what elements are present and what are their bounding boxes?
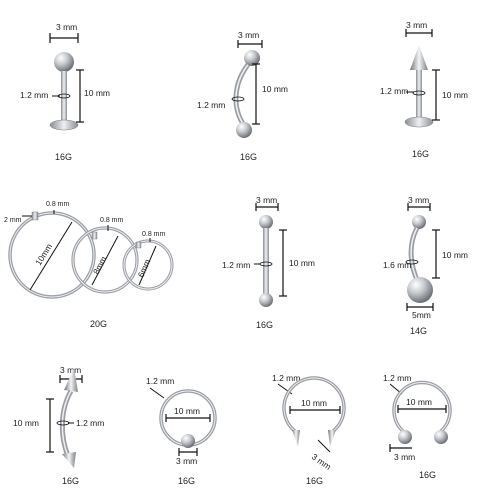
gauge-label: 16G xyxy=(419,470,436,480)
length-label: 10 mm xyxy=(262,84,288,94)
item-horseshoe-spike: 1.2 mm 10 mm 3 mm 16G xyxy=(272,373,346,486)
captive-bead xyxy=(181,434,195,448)
ball-size-label: 3 mm xyxy=(408,195,429,205)
thickness-label: 1.2 mm xyxy=(383,373,411,383)
ball-left xyxy=(398,430,412,444)
ball-top xyxy=(54,52,74,72)
item-horseshoe-ball: 1.2 mm 10 mm 3 mm 16G xyxy=(383,373,452,480)
spike-left xyxy=(292,430,300,446)
thickness-label: 1.2 mm xyxy=(222,260,250,270)
gauge-label: 16G xyxy=(412,149,429,159)
ball-size-label: 3 mm xyxy=(406,20,427,30)
length-label: 10 mm xyxy=(442,90,468,100)
ball-size-label: 3 mm xyxy=(256,195,277,205)
thickness-label-b: 0.8 mm xyxy=(100,217,124,224)
bar xyxy=(61,71,67,123)
spike-bottom xyxy=(62,452,76,468)
item-nose-hoops: 2 mm 0.8 mm 10mm 0.8 mm 8mm 0.8 mm 6mm 2… xyxy=(4,201,174,329)
item-labret-ball: 3 mm 10 mm 1.2 mm 16G xyxy=(20,22,110,162)
gauge-label: 14G xyxy=(410,326,427,336)
gauge-label: 16G xyxy=(256,320,273,330)
thickness-label-a: 0.8 mm xyxy=(46,201,70,208)
item-curved-spike-barbell: 3 mm 1.2 mm 10 mm 16G xyxy=(13,365,104,486)
ball-top xyxy=(244,50,260,66)
thickness-label: 1.2 mm xyxy=(76,418,104,428)
diameter-label: 10 mm xyxy=(406,397,432,407)
length-label: 10 mm xyxy=(84,88,110,98)
gauge-label: 16G xyxy=(62,476,79,486)
ball-top xyxy=(412,215,426,229)
bottom-ball-label: 5mm xyxy=(412,310,431,320)
spike-top xyxy=(64,368,78,392)
thickness-label: 1.6 mm xyxy=(383,260,411,270)
item-straight-barbell: 3 mm 1.2 mm 10 mm 16G xyxy=(222,195,315,330)
ball-bottom xyxy=(236,122,252,138)
gauge-label: 16G xyxy=(55,152,72,162)
length-label: 10 mm xyxy=(13,418,39,428)
ball-size-label: 3 mm xyxy=(394,452,415,462)
item-captive-bead-ring: 1.2 mm 10 mm 3 mm 16G xyxy=(146,376,217,486)
thickness-label: 1.2 mm xyxy=(146,376,174,386)
bar xyxy=(263,228,269,298)
spike-right xyxy=(328,430,336,446)
thickness-label: 1.2 mm xyxy=(380,86,408,96)
flat-disc xyxy=(49,119,79,131)
diameter-label: 10 mm xyxy=(301,398,327,408)
item-curved-barbell: 3 mm 1.2 mm 10 mm 16G xyxy=(197,30,288,162)
thickness-label: 1.2 mm xyxy=(272,373,300,383)
diameter-label: 10 mm xyxy=(174,406,200,416)
item-belly-ring: 3 mm 1.6 mm 5mm 10 mm 14G xyxy=(383,195,468,336)
thickness-label-c: 0.8 mm xyxy=(142,231,166,238)
length-label: 10 mm xyxy=(442,250,468,260)
flat-disc xyxy=(404,116,434,128)
ball-size-label: 3 mm xyxy=(238,30,259,40)
gauge-label: 16G xyxy=(240,152,257,162)
wire-label: 2 mm xyxy=(4,217,22,224)
length-label: 10 mm xyxy=(289,258,315,268)
spike-top xyxy=(410,45,428,70)
item-labret-spike: 3 mm 10 mm 1.2 mm 16G xyxy=(380,20,468,159)
ball-right xyxy=(434,430,448,444)
ball-size-label: 3 mm xyxy=(60,365,81,375)
gauge-label: 20G xyxy=(90,319,107,329)
diameter-label-a: 10mm xyxy=(33,242,54,267)
ball-bottom xyxy=(407,277,433,303)
ball-bottom xyxy=(259,293,273,307)
gauge-label: 16G xyxy=(178,476,195,486)
thickness-label: 1.2 mm xyxy=(20,90,48,100)
ball-size-label: 3 mm xyxy=(56,22,77,32)
ball-size-label: 3 mm xyxy=(310,451,333,471)
ball-size-label: 3 mm xyxy=(176,456,197,466)
gauge-label: 16G xyxy=(306,476,323,486)
ball-top xyxy=(259,215,273,229)
thickness-label: 1.2 mm xyxy=(197,100,225,110)
